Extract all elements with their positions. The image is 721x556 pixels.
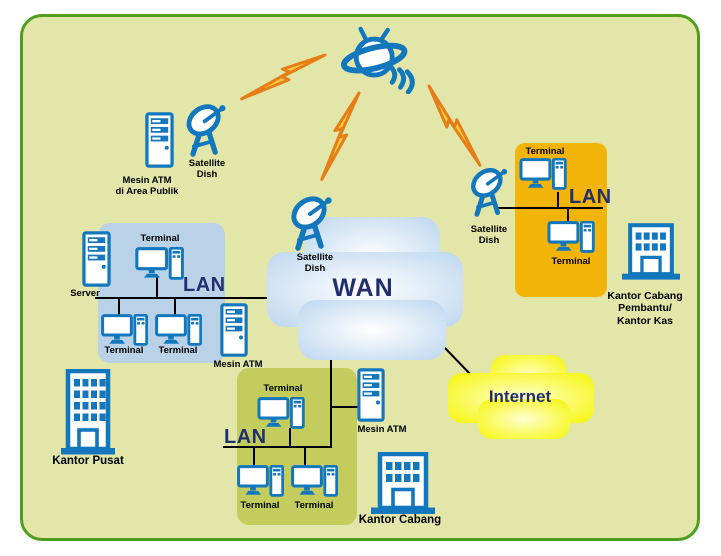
internet-label: Internet bbox=[488, 387, 552, 406]
terminal-icon bbox=[237, 465, 284, 499]
kantor-cabang-pembantu-label: Kantor Cabang Pembantu/ Kantor Kas bbox=[607, 290, 683, 327]
internet-cloud bbox=[448, 355, 594, 439]
public-atm-label: Mesin ATM di Area Publik bbox=[115, 175, 179, 198]
terminal-icon bbox=[101, 314, 148, 348]
terminal-label: Terminal bbox=[104, 345, 144, 356]
atm-tower-icon-public bbox=[145, 111, 174, 169]
satellite-dish-label: Satellite Dish bbox=[470, 224, 508, 247]
lan-zone-head-office bbox=[98, 223, 225, 363]
terminal-label: Terminal bbox=[263, 383, 303, 394]
satellite-dish-label: Satellite Dish bbox=[296, 252, 334, 275]
mesin-atm-label: Mesin ATM bbox=[213, 359, 263, 370]
server-tower-icon bbox=[82, 230, 111, 288]
wan-cloud bbox=[267, 217, 463, 360]
terminal-label: Terminal bbox=[294, 500, 334, 511]
kantor-cabang-label: Kantor Cabang bbox=[358, 514, 442, 526]
satellite-dish-icon-wan bbox=[288, 193, 336, 251]
terminal-label: Terminal bbox=[240, 500, 280, 511]
terminal-icon bbox=[135, 247, 184, 282]
office-building-icon-head-office bbox=[61, 369, 115, 455]
terminal-label: Terminal bbox=[551, 256, 591, 267]
terminal-icon bbox=[547, 221, 595, 255]
lan-label: LAN bbox=[224, 426, 267, 448]
terminal-icon bbox=[155, 314, 202, 348]
office-building-icon-branch bbox=[371, 452, 435, 514]
satellite-dish-icon-public-atm bbox=[184, 101, 229, 157]
lan-label: LAN bbox=[569, 186, 612, 208]
lan-label: LAN bbox=[183, 274, 226, 296]
satellite-dish-label: Satellite Dish bbox=[188, 158, 226, 181]
terminal-label: Terminal bbox=[525, 146, 565, 157]
mesin-atm-label: Mesin ATM bbox=[357, 424, 407, 435]
satellite-icon bbox=[338, 26, 424, 94]
terminal-label: Terminal bbox=[140, 233, 180, 244]
server-label: Server bbox=[70, 288, 100, 299]
wan-label: WAN bbox=[332, 274, 394, 302]
office-building-icon-sub-branch bbox=[622, 222, 680, 281]
terminal-label: Terminal bbox=[158, 345, 198, 356]
atm-tower-icon bbox=[220, 302, 248, 358]
terminal-icon bbox=[519, 158, 567, 192]
kantor-pusat-label: Kantor Pusat bbox=[52, 455, 124, 467]
atm-tower-icon bbox=[357, 368, 385, 422]
terminal-icon bbox=[291, 465, 338, 499]
satellite-dish-icon-sub-branch bbox=[468, 165, 511, 217]
